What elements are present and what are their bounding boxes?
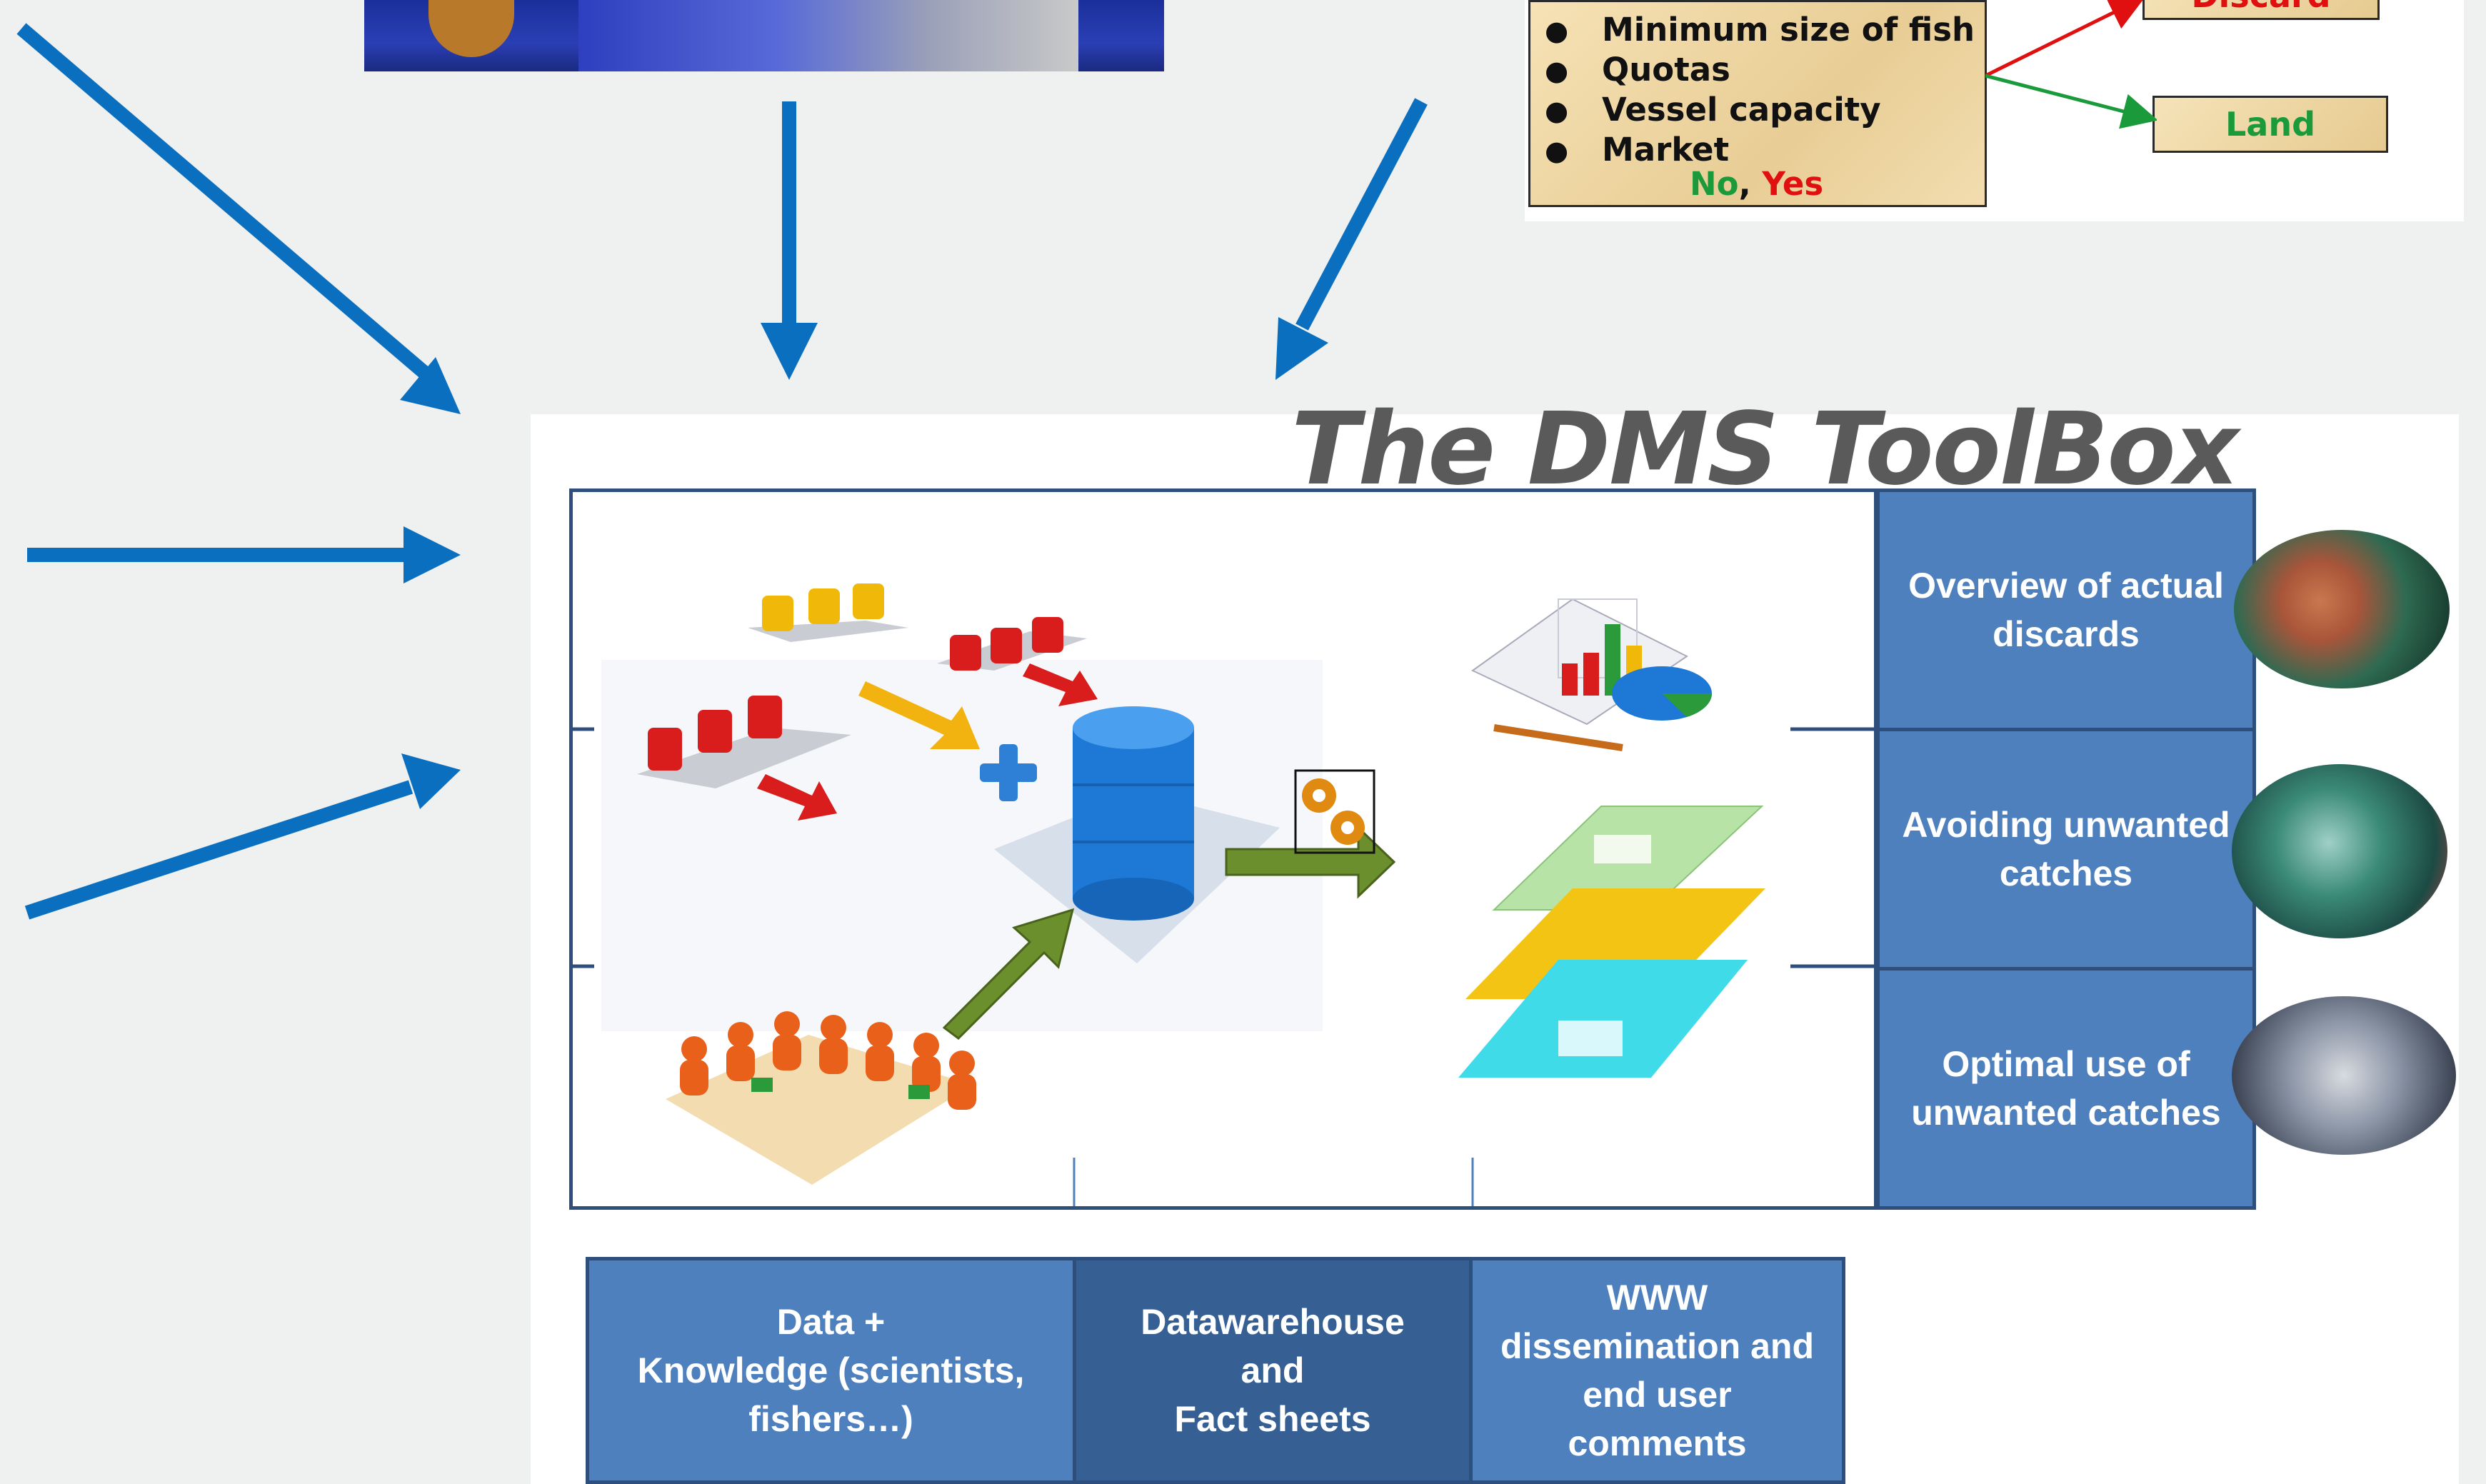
decision-arrows bbox=[1985, 0, 2157, 129]
toolbox-title: The DMS ToolBox bbox=[1291, 391, 2239, 508]
fishing-photo bbox=[364, 0, 1164, 71]
rules-box: ● Minimum size of fish ● Quotas ● Vessel… bbox=[1528, 0, 1987, 207]
fish-photo-3 bbox=[2232, 996, 2456, 1155]
bottom-cell-www: WWW dissemination and end user comments bbox=[1469, 1257, 1845, 1484]
gears-icon bbox=[1294, 769, 1375, 854]
bullet: ● bbox=[1545, 15, 1569, 46]
rule-item: Quotas bbox=[1602, 51, 1730, 89]
bottom-cell-data: Data + Knowledge (scientists, fishers…) bbox=[586, 1257, 1076, 1484]
discard-box: Discard bbox=[2142, 0, 2380, 20]
database-icon bbox=[994, 706, 1280, 963]
rule-item: Market bbox=[1602, 131, 1730, 169]
bullet: ● bbox=[1545, 95, 1569, 126]
arrow-down-right-icon bbox=[16, 23, 432, 381]
fish-photo-1 bbox=[2234, 530, 2450, 688]
cylinders-icon bbox=[637, 583, 1087, 788]
rule-item: Vessel capacity bbox=[1602, 91, 1881, 129]
bullet: ● bbox=[1545, 55, 1569, 86]
side-cell-overview: Overview of actual discards bbox=[1876, 488, 2256, 731]
chart-icon bbox=[1471, 598, 1713, 751]
bottom-cell-warehouse: Datawarehouse and Fact sheets bbox=[1073, 1257, 1473, 1484]
no-yes-label: No, Yes bbox=[1690, 165, 1824, 203]
side-cell-avoiding: Avoiding unwanted catches bbox=[1876, 728, 2256, 971]
arrow-up-right-icon bbox=[24, 780, 414, 920]
land-arrow bbox=[1985, 74, 2157, 129]
land-box: Land bbox=[2152, 96, 2388, 153]
input-arrows bbox=[16, 23, 1428, 920]
arrow-down-left-icon bbox=[1295, 98, 1428, 331]
toolbox-illustration bbox=[573, 583, 1874, 1206]
people-icon bbox=[666, 1011, 976, 1185]
side-cell-optimal: Optimal use of unwanted catches bbox=[1876, 967, 2256, 1210]
discard-arrow bbox=[1985, 0, 2145, 78]
fish-photo-2 bbox=[2232, 764, 2447, 938]
plus-icon bbox=[980, 744, 1037, 801]
bullet: ● bbox=[1545, 135, 1569, 166]
rule-item: Minimum size of fish bbox=[1602, 11, 1975, 49]
